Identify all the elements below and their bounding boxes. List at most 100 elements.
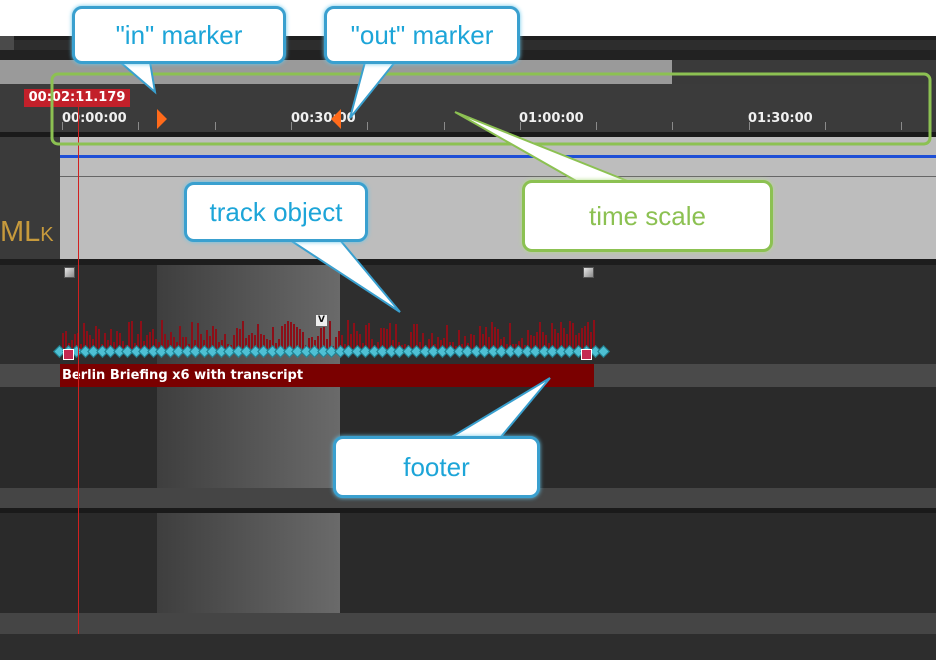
waveform-bar: [254, 335, 256, 352]
waveform-bar: [356, 331, 358, 352]
waveform-bar: [428, 339, 430, 352]
out-marker-icon[interactable]: [330, 108, 342, 130]
track-object-footer[interactable]: Berlin Briefing x6 with transcript: [60, 364, 594, 387]
waveform-bar: [566, 334, 568, 352]
waveform-bar: [416, 324, 418, 352]
waveform-bar: [479, 326, 481, 352]
waveform-bar: [89, 335, 91, 352]
waveform-bar: [215, 329, 217, 352]
waveform-bar: [263, 335, 265, 352]
waveform-bar: [152, 329, 154, 352]
waveform-bar: [365, 325, 367, 352]
overview-scroll-bar[interactable]: [0, 60, 672, 84]
clip-handle-left[interactable]: [64, 267, 75, 278]
waveform-bar: [248, 335, 250, 352]
overview-scroll-track: [672, 60, 936, 84]
waveform-bar: [491, 322, 493, 352]
in-pointer: [117, 61, 157, 95]
blue-line: [60, 155, 936, 158]
divider: [0, 259, 936, 265]
waveform-bar: [485, 327, 487, 352]
waveform-bar: [545, 335, 547, 352]
waveform-bar: [338, 331, 340, 352]
waveform-bar: [137, 334, 139, 352]
waveform-bar: [71, 340, 73, 352]
waveform-bar: [383, 328, 385, 352]
clip-end-point[interactable]: [581, 349, 592, 360]
waveform-bar: [590, 332, 592, 352]
waveform-bar: [353, 323, 355, 352]
out-pointer: [349, 61, 398, 119]
waveform-bar: [341, 335, 343, 352]
waveform-bar: [170, 332, 172, 352]
in-out-region: [157, 387, 340, 488]
waveform-bar: [458, 330, 460, 352]
playhead[interactable]: [78, 98, 79, 634]
waveform-bar: [530, 335, 532, 352]
waveform-bar: [326, 339, 328, 352]
waveform-bar: [377, 342, 379, 352]
waveform-bar: [359, 334, 361, 352]
waveform-bar: [128, 322, 130, 352]
waveform-bar: [290, 322, 292, 352]
waveform-bar: [65, 331, 67, 352]
waveform-bar: [482, 334, 484, 352]
waveform-bar: [395, 324, 397, 352]
ruler-tick: [444, 122, 445, 130]
tick-label: 01:30:00: [748, 111, 813, 126]
waveform-bar: [197, 323, 199, 352]
in-marker-icon[interactable]: [156, 108, 168, 130]
clip-handle-right[interactable]: [583, 267, 594, 278]
panel-logo-text: MLK: [0, 216, 54, 251]
waveform-bar: [242, 321, 244, 352]
ruler-tick: [138, 122, 139, 130]
waveform-bar: [302, 332, 304, 352]
waveform-bar: [569, 321, 571, 352]
waveform-bar: [347, 320, 349, 352]
waveform-bar: [74, 334, 76, 352]
ruler-tick: [596, 122, 597, 130]
waveform-bar: [287, 321, 289, 352]
footer-callout: footer: [333, 436, 540, 498]
waveform-bar: [185, 337, 187, 352]
waveform-bar: [140, 321, 142, 352]
corner-tab: [0, 36, 14, 50]
waveform-bar: [272, 327, 274, 352]
clip-start-point[interactable]: [63, 349, 74, 360]
waveform-bar: [536, 332, 538, 352]
waveform-bar: [131, 321, 133, 352]
waveform-bar: [473, 335, 475, 352]
waveform-bar: [206, 330, 208, 352]
waveform-bar: [146, 335, 148, 352]
waveform-bar: [494, 327, 496, 352]
waveform-bar: [389, 323, 391, 352]
waveform-bar: [527, 330, 529, 352]
waveform-bar: [581, 328, 583, 352]
logo-main: ML: [0, 216, 41, 248]
track-footer-row: [0, 613, 936, 634]
waveform-bar: [104, 333, 106, 352]
waveform-bar: [119, 333, 121, 352]
waveform-bar: [284, 324, 286, 352]
waveform-bar: [320, 328, 322, 352]
waveform-bar: [437, 337, 439, 352]
waveform-bar: [245, 338, 247, 352]
ruler-tick: [749, 122, 750, 130]
waveform-bar: [503, 337, 505, 352]
waveform-bar: [593, 320, 595, 352]
waveform-bar: [560, 322, 562, 352]
time-scale-pointer: [454, 111, 631, 183]
waveform-bar: [311, 337, 313, 352]
waveform-bar: [251, 333, 253, 352]
ruler-tick: [825, 122, 826, 130]
video-badge: V: [316, 315, 327, 326]
waveform-bar: [233, 335, 235, 352]
ruler-tick: [672, 122, 673, 130]
waveform-bar: [182, 337, 184, 352]
waveform-bar: [260, 334, 262, 352]
waveform-bar: [587, 322, 589, 352]
waveform-bar: [116, 331, 118, 352]
waveform-bar: [584, 326, 586, 352]
tick-label: 01:00:00: [519, 111, 584, 126]
waveform-bar: [113, 342, 115, 352]
